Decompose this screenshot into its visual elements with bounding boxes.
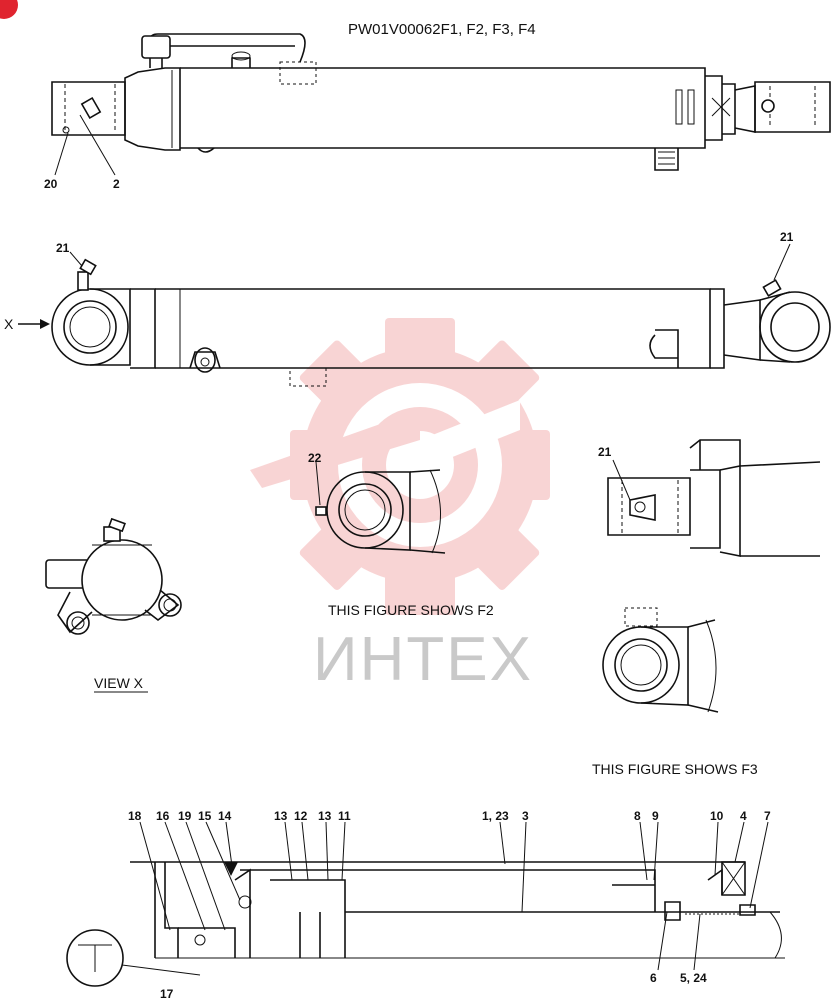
view-x-label: VIEW X bbox=[94, 675, 144, 691]
label-12: 12 bbox=[294, 809, 308, 823]
drawing-title: PW01V00062F1, F2, F3, F4 bbox=[348, 21, 536, 38]
label-16: 16 bbox=[156, 809, 170, 823]
corner-badge bbox=[0, 0, 18, 19]
label-13a: 13 bbox=[274, 809, 288, 823]
label-21-right: 21 bbox=[780, 230, 794, 244]
watermark-text: ИНТЕХ bbox=[313, 625, 533, 694]
view-arrow-x: X bbox=[4, 316, 14, 332]
label-10: 10 bbox=[710, 809, 724, 823]
watermark-logo bbox=[250, 318, 550, 615]
label-5-24: 5, 24 bbox=[680, 971, 707, 985]
f3-detail-bottom-figure bbox=[602, 607, 719, 713]
f2-detail-figure bbox=[315, 461, 446, 554]
label-13b: 13 bbox=[318, 809, 332, 823]
label-21-left: 21 bbox=[56, 241, 70, 255]
label-2: 2 bbox=[113, 177, 120, 191]
section-view-figure bbox=[66, 821, 785, 987]
label-11: 11 bbox=[338, 809, 351, 823]
label-21-detail: 21 bbox=[598, 445, 612, 459]
label-15: 15 bbox=[198, 809, 212, 823]
cylinder-top-view bbox=[51, 33, 831, 176]
cylinder-side-view bbox=[18, 243, 831, 387]
label-9: 9 bbox=[652, 809, 659, 823]
label-3: 3 bbox=[522, 809, 529, 823]
label-14: 14 bbox=[218, 809, 232, 823]
label-4: 4 bbox=[740, 809, 747, 823]
caption-f2: THIS FIGURE SHOWS F2 bbox=[328, 602, 494, 618]
label-19: 19 bbox=[178, 809, 192, 823]
label-1-23: 1, 23 bbox=[482, 809, 509, 823]
label-8: 8 bbox=[634, 809, 641, 823]
view-x-figure bbox=[45, 517, 182, 635]
f3-detail-top-figure bbox=[607, 439, 821, 557]
label-18: 18 bbox=[128, 809, 142, 823]
label-20: 20 bbox=[44, 177, 58, 191]
label-22: 22 bbox=[308, 451, 322, 465]
label-17: 17 bbox=[160, 987, 174, 1000]
caption-f3: THIS FIGURE SHOWS F3 bbox=[592, 761, 758, 777]
label-7: 7 bbox=[764, 809, 771, 823]
label-6: 6 bbox=[650, 971, 657, 985]
